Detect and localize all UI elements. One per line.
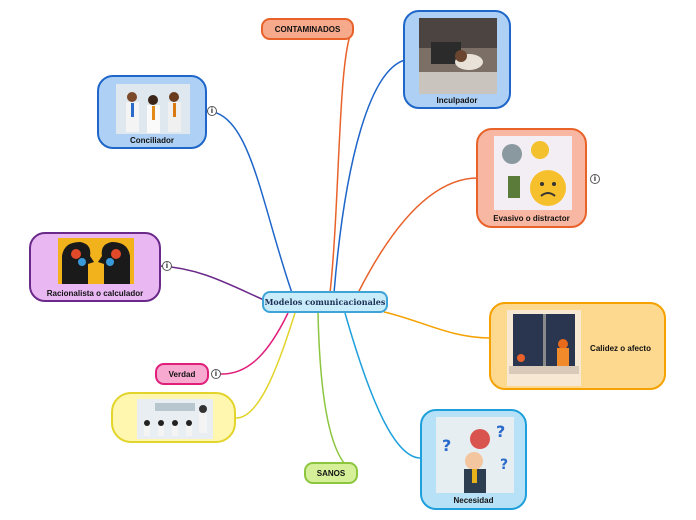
topic-necesidad[interactable]: ? ? ? Necesidad [420, 409, 527, 510]
blank-topic-image [137, 399, 213, 439]
svg-text:?: ? [442, 436, 451, 455]
topic-calidez[interactable]: Calidez o afecto [489, 302, 666, 390]
link-calidez [383, 311, 491, 339]
people-handshake-icon [116, 84, 190, 134]
tired-worker-icon [419, 18, 497, 94]
link-racionalista [159, 265, 265, 301]
calidez-image [507, 310, 581, 386]
link-contaminados [329, 29, 353, 294]
link-necesidad [344, 312, 423, 459]
conciliador-image [116, 84, 190, 134]
confused-person-icon: ? ? ? [436, 417, 514, 493]
svg-text:?: ? [496, 422, 505, 441]
link-verdad [219, 312, 289, 375]
topic-contaminados[interactable]: CONTAMINADOS [261, 18, 354, 40]
topic-calidez-label: Calidez o afecto [590, 344, 651, 353]
topic-verdad[interactable]: Verdad [155, 363, 209, 385]
info-icon[interactable]: i [211, 369, 221, 379]
info-icon[interactable]: i [162, 261, 172, 271]
inculpador-image [419, 18, 497, 94]
topic-sanos-label: SANOS [316, 468, 346, 478]
topic-sanos[interactable]: SANOS [304, 462, 358, 484]
topic-racionalista[interactable]: Racionalista o calculador [29, 232, 161, 302]
racionalista-image [58, 238, 134, 284]
brain-gears-icon [58, 238, 134, 284]
topic-contaminados-label: CONTAMINADOS [274, 24, 341, 34]
central-topic[interactable]: Modelos comunicacionales [262, 291, 388, 313]
info-icon[interactable]: i [590, 174, 600, 184]
window-couple-icon [507, 310, 581, 386]
info-icon[interactable]: i [207, 106, 217, 116]
svg-text:?: ? [500, 457, 508, 473]
necesidad-image: ? ? ? [436, 417, 514, 493]
topic-necesidad-label: Necesidad [453, 496, 494, 505]
topic-racionalista-label: Racionalista o calculador [46, 289, 144, 298]
topic-blank[interactable] [111, 392, 236, 443]
topic-conciliador-label: Conciliador [129, 136, 174, 145]
topic-verdad-label: Verdad [168, 369, 196, 379]
evasivo-image [494, 136, 572, 210]
sad-emoji-icon [494, 136, 572, 210]
link-conciliador [204, 110, 293, 294]
topic-inculpador-label: Inculpador [436, 96, 478, 105]
link-inculpador [333, 59, 406, 294]
central-topic-label: Modelos comunicacionales [264, 297, 386, 307]
topic-inculpador[interactable]: Inculpador [403, 10, 511, 109]
link-blank [234, 312, 296, 419]
topic-conciliador[interactable]: Conciliador [97, 75, 207, 149]
classroom-icon [137, 399, 213, 439]
topic-evasivo-label: Evasivo o distractor [493, 214, 570, 223]
link-sanos [317, 312, 356, 474]
topic-evasivo[interactable]: Evasivo o distractor [476, 128, 587, 228]
link-evasivo [357, 177, 479, 294]
